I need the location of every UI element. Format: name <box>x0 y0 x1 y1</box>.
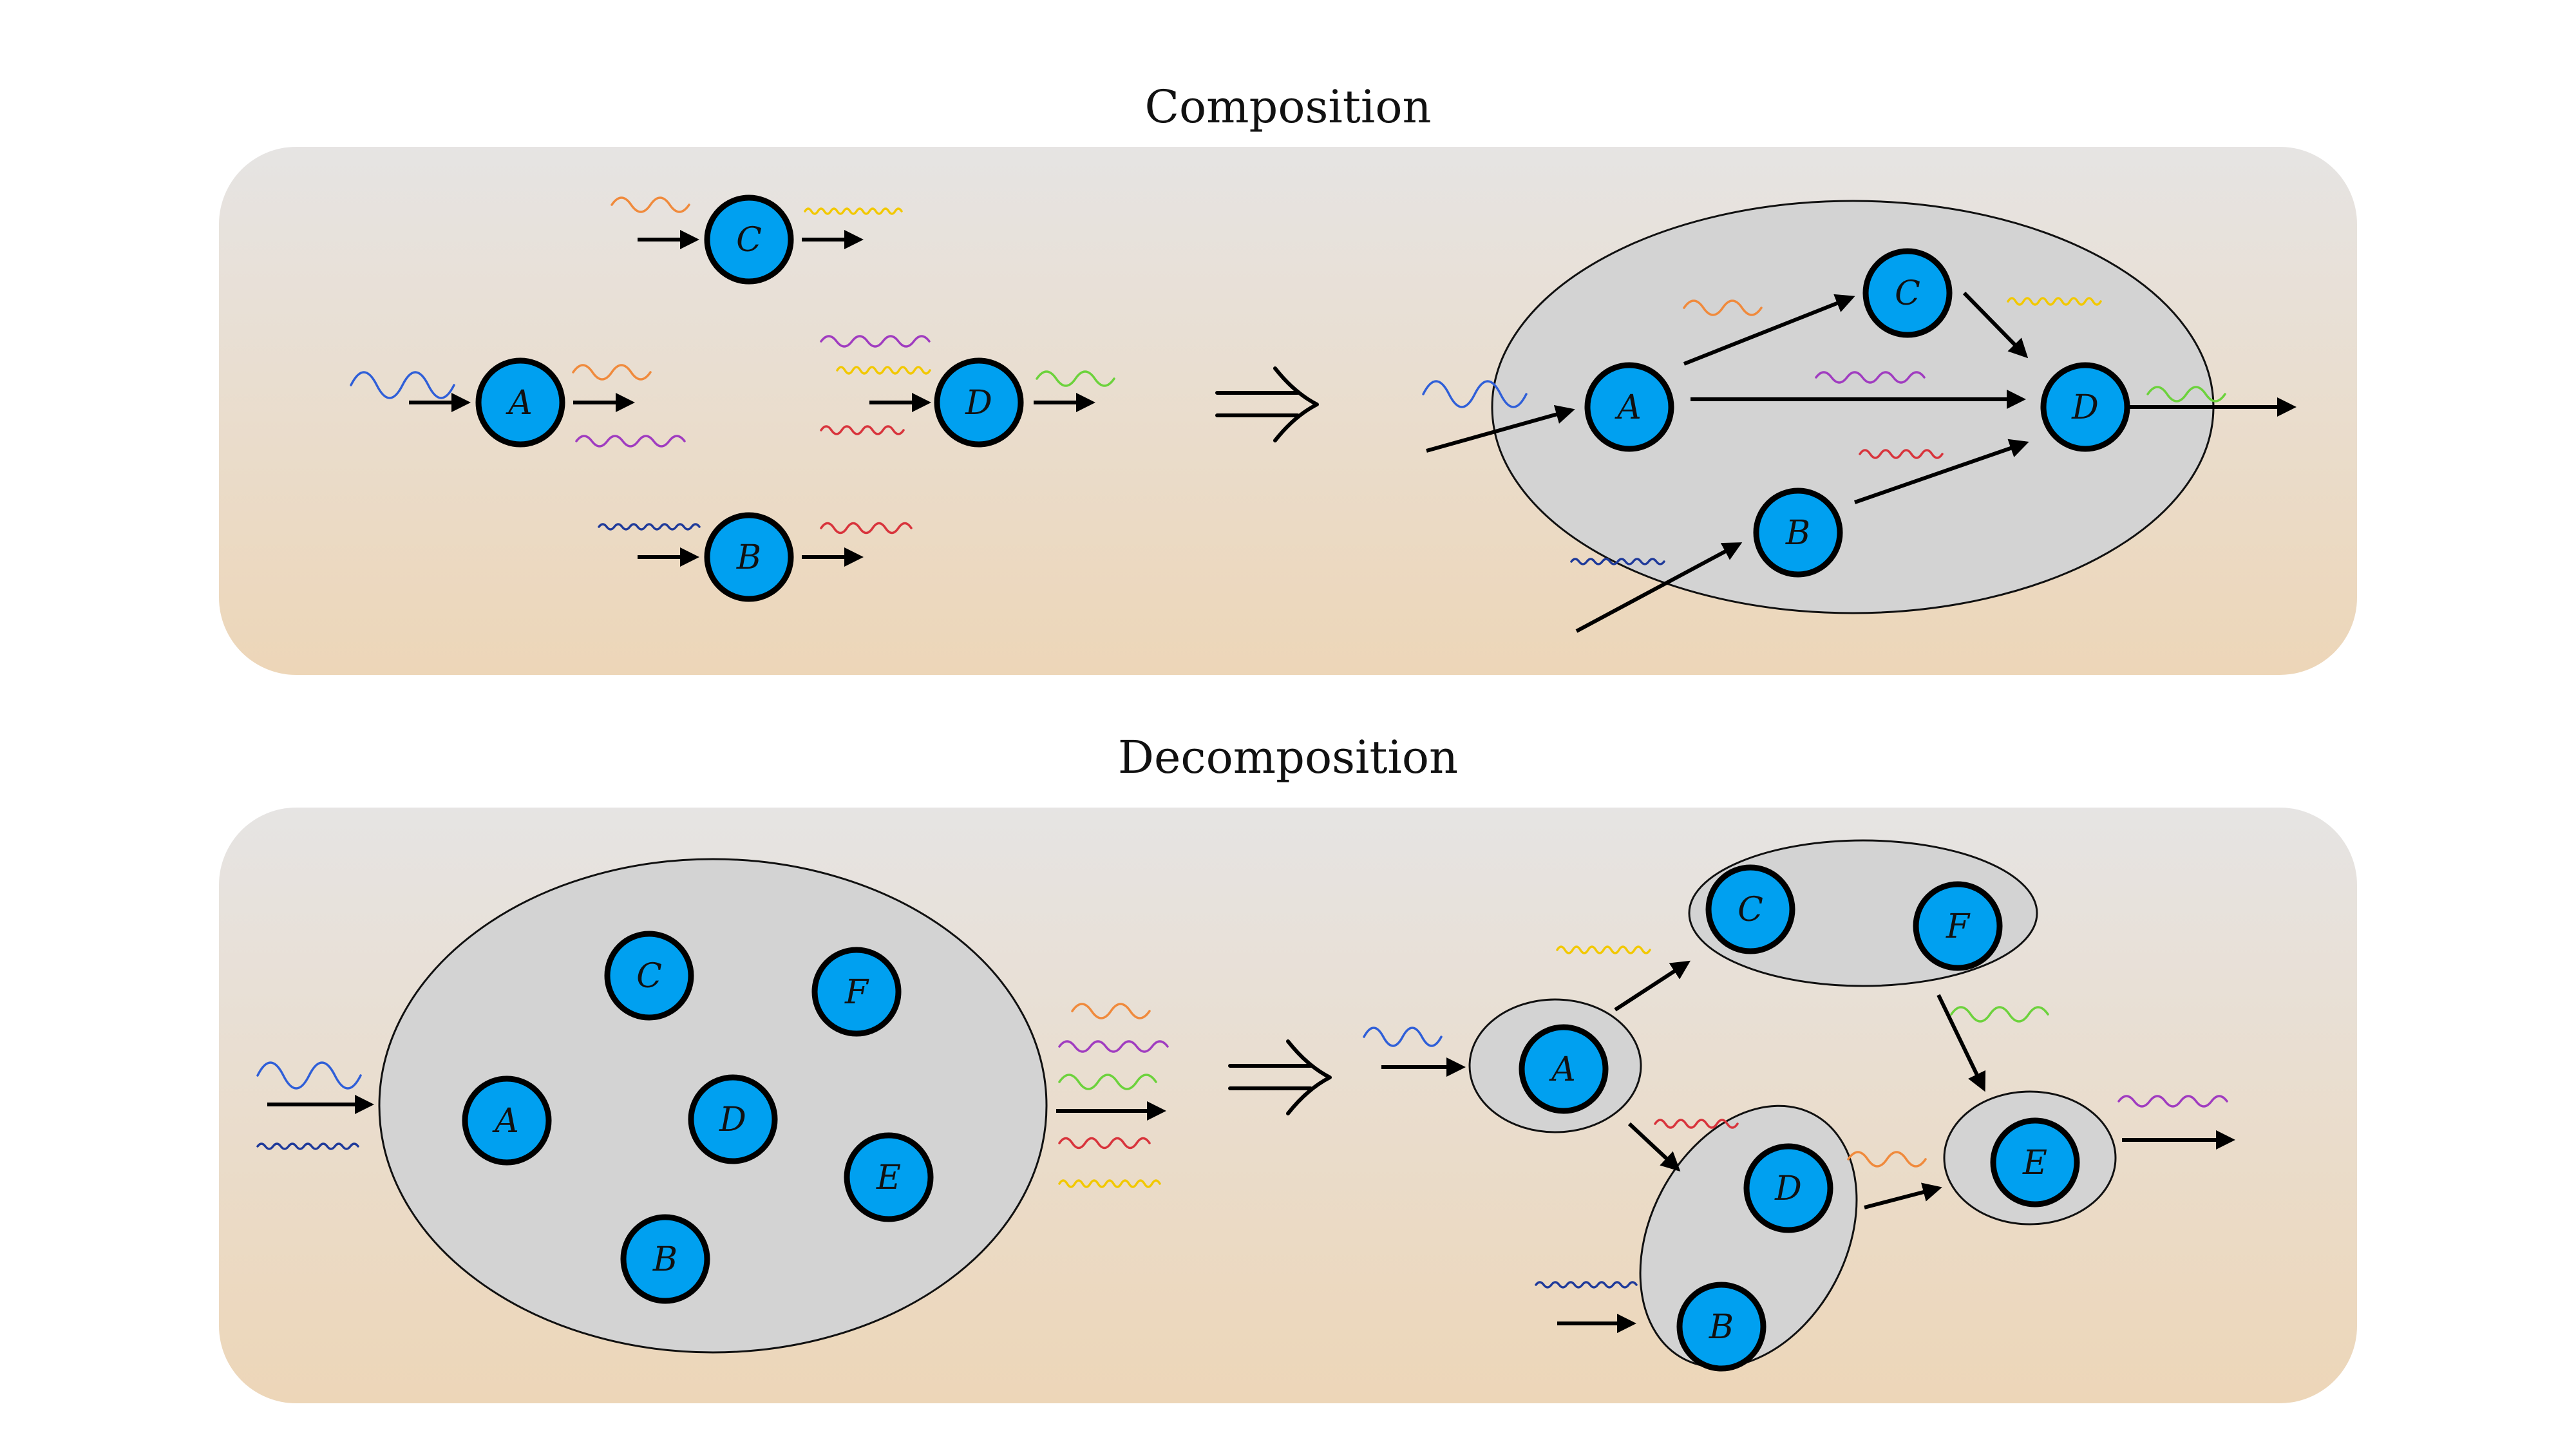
svg-text:A: A <box>1615 388 1642 427</box>
decomposition-section: Decomposition C F A <box>219 731 2357 1403</box>
wave-signal-icon <box>1363 1027 1443 1047</box>
svg-text:D: D <box>2071 388 2099 427</box>
wave-signal-icon <box>256 1061 362 1090</box>
flow-arrow-icon <box>1575 542 1743 633</box>
wave-signal-icon <box>1859 449 1944 459</box>
node-c: C <box>604 931 694 1021</box>
svg-text:D: D <box>1774 1170 1802 1208</box>
wave-signal-icon <box>1058 1137 1151 1150</box>
svg-text:A: A <box>492 1102 519 1141</box>
wave-signal-icon <box>836 366 931 375</box>
flow-arrow-icon <box>1627 1122 1681 1172</box>
wave-signal-icon <box>1058 1074 1157 1090</box>
svg-text:F: F <box>1946 907 1971 946</box>
svg-text:B: B <box>1709 1308 1734 1347</box>
node-a: A <box>475 357 565 448</box>
wave-signal-icon <box>1570 558 1665 565</box>
node-b: B <box>1753 488 1843 578</box>
svg-text:C: C <box>1895 274 1920 313</box>
composition-right-system: C A D B <box>1422 200 2297 633</box>
flow-arrow-icon <box>1683 294 1855 366</box>
wave-signal-icon <box>1654 1119 1739 1129</box>
wave-signal-icon <box>1058 1040 1169 1053</box>
node-d: D <box>2040 362 2130 452</box>
flow-arrow-icon <box>1614 960 1691 1012</box>
composition-left-components: C A D B <box>350 194 1115 602</box>
node-c: C <box>1862 248 1953 338</box>
decomposition-right-subsystems: C F A D B E <box>1363 839 2235 1372</box>
node-d: D <box>1743 1143 1833 1233</box>
wave-signal-icon <box>1847 1151 1927 1168</box>
wave-signal-icon <box>598 523 701 531</box>
wave-signal-icon <box>1058 1179 1161 1188</box>
node-c: C <box>1705 864 1795 954</box>
wave-signal-icon <box>2117 1095 2228 1108</box>
svg-text:B: B <box>652 1240 677 1279</box>
implies-arrow-icon <box>1215 366 1319 442</box>
node-a: A <box>462 1075 552 1166</box>
node-d: D <box>934 357 1024 448</box>
node-b: B <box>620 1214 710 1304</box>
flow-arrow-icon <box>1854 439 2029 504</box>
svg-text:B: B <box>1785 514 1810 553</box>
svg-text:A: A <box>506 384 533 422</box>
svg-text:D: D <box>965 384 992 422</box>
wave-signal-icon <box>611 196 690 213</box>
node-d: D <box>688 1074 778 1164</box>
node-b: B <box>704 512 794 602</box>
svg-text:E: E <box>2022 1144 2047 1182</box>
svg-text:B: B <box>736 538 761 577</box>
wave-signal-icon <box>804 207 903 215</box>
decomposition-title: Decomposition <box>1118 731 1458 784</box>
node-a: A <box>1519 1024 1609 1114</box>
wave-signal-icon <box>575 435 686 448</box>
flow-arrow-icon <box>1864 1182 1942 1209</box>
implies-arrow-icon <box>1228 1039 1332 1115</box>
wave-signal-icon <box>1036 370 1115 387</box>
flow-arrow-icon <box>1962 291 2029 359</box>
node-e: E <box>844 1132 934 1222</box>
wave-signal-icon <box>1683 299 1763 316</box>
svg-text:C: C <box>736 221 762 260</box>
wave-signal-icon <box>820 522 913 535</box>
svg-text:E: E <box>876 1159 901 1197</box>
node-b: B <box>1676 1282 1766 1372</box>
flow-arrow-icon <box>1937 994 1986 1092</box>
composition-section: Composition <box>219 80 2357 675</box>
node-a: A <box>1584 362 1674 452</box>
flow-arrow-icon <box>1426 405 1575 453</box>
node-c: C <box>704 194 794 285</box>
svg-text:D: D <box>719 1101 746 1139</box>
node-e: E <box>1990 1117 2080 1208</box>
wave-signal-icon <box>2007 297 2102 306</box>
svg-text:C: C <box>636 957 662 996</box>
wave-signal-icon <box>820 335 931 348</box>
wave-signal-icon <box>1556 945 1651 954</box>
decomposition-left-system: C F A D E B <box>256 858 1169 1354</box>
node-f: F <box>811 947 902 1037</box>
wave-signal-icon <box>1071 1003 1151 1019</box>
wave-signal-icon <box>820 425 905 435</box>
wave-signal-icon <box>350 371 455 399</box>
composition-title: Composition <box>1144 80 1431 133</box>
svg-text:C: C <box>1738 891 1763 929</box>
wave-signal-icon <box>256 1142 359 1150</box>
wave-signal-icon <box>572 364 652 381</box>
wave-signal-icon <box>1950 1006 2049 1023</box>
wave-signal-icon <box>1815 371 1926 384</box>
wave-signal-icon <box>1422 380 1528 408</box>
svg-text:A: A <box>1549 1050 1576 1089</box>
wave-signal-icon <box>2146 386 2226 402</box>
svg-text:F: F <box>844 973 869 1012</box>
wave-signal-icon <box>1535 1281 1638 1289</box>
node-f: F <box>1913 881 2003 971</box>
